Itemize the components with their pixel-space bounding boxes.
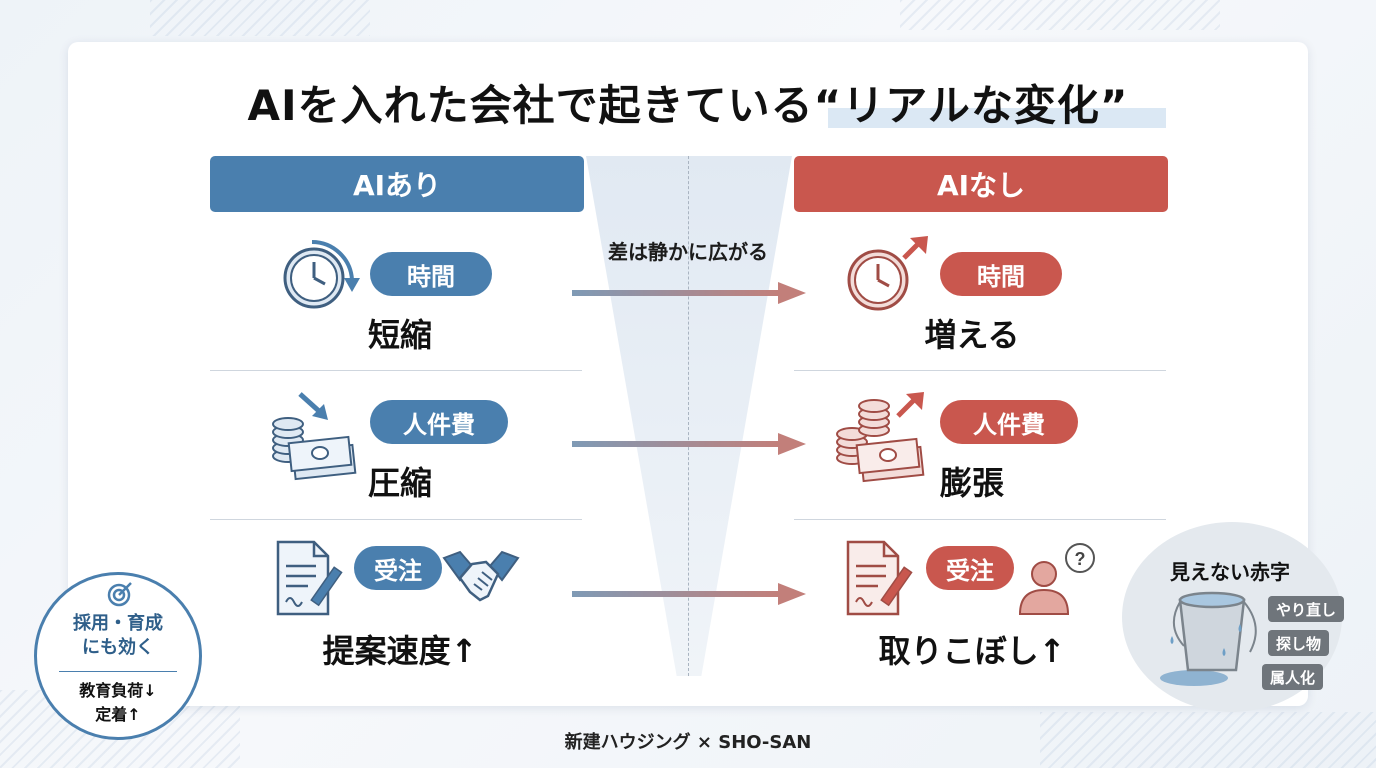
pill-time-left: 時間 [370, 252, 492, 296]
pill-orders-right: 受注 [926, 546, 1014, 590]
arrow-row-3 [572, 583, 806, 605]
hidden-loss-title: 見えない赤字 [1170, 560, 1290, 584]
leaking-bucket-icon [1160, 591, 1257, 686]
result-proposal-speed: 提案速度↑ [322, 632, 478, 670]
background-stripes-top-right [900, 0, 1220, 30]
result-labor-compressed: 圧縮 [367, 464, 432, 502]
badge-line-3: 教育負荷↓ [79, 681, 157, 700]
handshake-icon [442, 550, 520, 602]
divider-left-2 [210, 519, 582, 520]
result-time-short: 短縮 [367, 316, 432, 354]
contract-pen-red-icon [846, 540, 913, 616]
pill-orders-left: 受注 [354, 546, 442, 590]
divider-left-1 [210, 370, 582, 371]
badge-separator [59, 671, 177, 672]
divider-right-1 [794, 370, 1166, 371]
pill-labor-right: 人件費 [940, 400, 1078, 444]
header-without-ai: AIなし [794, 156, 1168, 212]
contract-pen-icon [276, 540, 343, 616]
tag-searching: 探し物 [1268, 630, 1330, 656]
result-time-increase: 増える [924, 316, 1020, 354]
result-missed-orders: 取りこぼし↑ [878, 632, 1066, 670]
tag-redo: やり直し [1268, 596, 1345, 622]
tag-individual-dependency: 属人化 [1262, 664, 1324, 690]
divider-right-2 [794, 519, 1166, 520]
pill-labor-left: 人件費 [370, 400, 508, 444]
coins-cash-down-icon [272, 392, 357, 481]
title-highlight [828, 108, 1166, 128]
hiring-training-badge: 採用・育成 にも効く 教育負荷↓ 定着↑ [34, 572, 202, 740]
badge-line-2: にも効く [82, 637, 154, 658]
pill-time-right: 時間 [940, 252, 1062, 296]
clock-arrow-down-icon [283, 239, 360, 309]
footer-credit: 新建ハウジング × SHO-SAN [564, 732, 812, 753]
header-with-ai: AIあり [210, 156, 584, 212]
arrow-row-1 [572, 282, 806, 304]
arrow-row-2 [572, 433, 806, 455]
target-icon [107, 582, 132, 607]
clock-arrow-up-icon [847, 236, 928, 311]
badge-line-4: 定着↑ [95, 705, 141, 724]
page-title: AIを入れた会社で起きている“リアルな変化” [247, 81, 1129, 130]
background-stripes-bottom-right [1040, 712, 1376, 768]
background-stripes-top-left [150, 0, 370, 36]
svg-text:?: ? [1075, 549, 1086, 569]
badge-line-1: 採用・育成 [73, 613, 163, 634]
coins-cash-up-icon [836, 392, 925, 483]
result-labor-expand: 膨張 [939, 464, 1004, 502]
person-question-icon: ? [1018, 543, 1095, 615]
center-dashed-line [688, 156, 689, 676]
subtitle: 差は静かに広がる [608, 240, 768, 264]
